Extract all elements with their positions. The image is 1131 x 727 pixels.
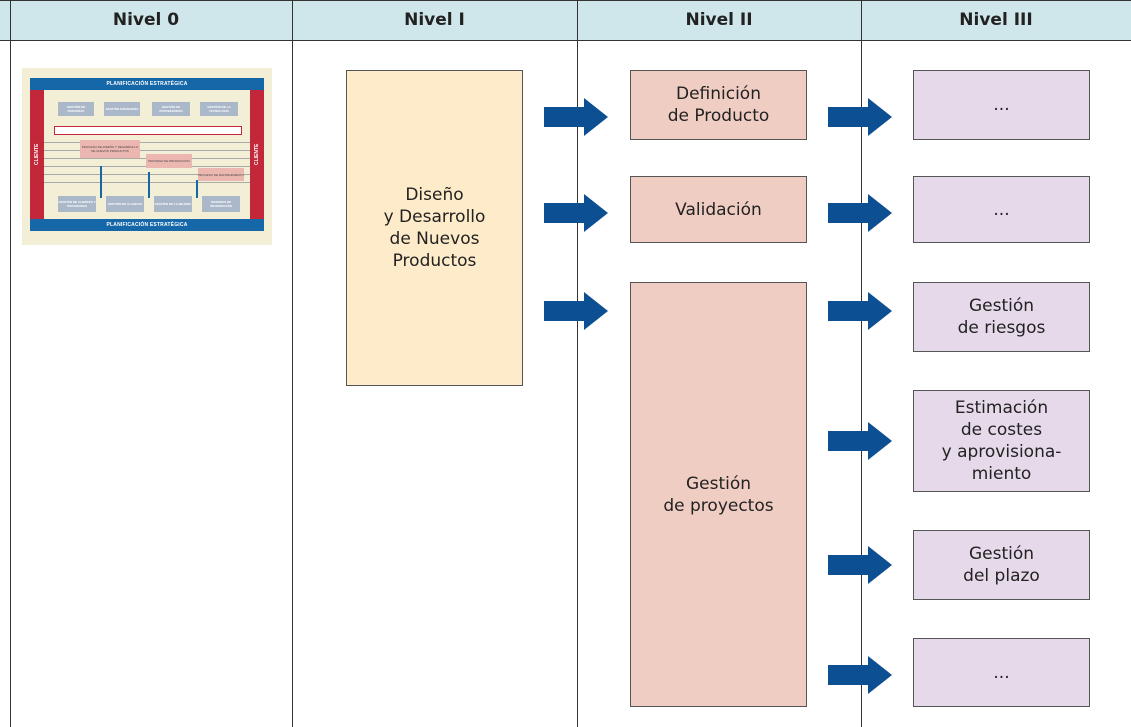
mini-flow-line-2 (44, 150, 250, 151)
arrow-right-icon (828, 656, 892, 694)
arrow-right-icon (544, 292, 608, 330)
mini-bottom-box-4: SISTEMAS DE INFORMACIÓN (202, 196, 240, 212)
mini-bottom-box-2: GESTIÓN DE ALIANZAS (106, 196, 144, 212)
column-header-nivel-1: Nivel I (404, 10, 465, 30)
mini-vertical-connector-1 (100, 166, 102, 198)
arrow-right-icon (828, 292, 892, 330)
mini-left-client: CLIENTE (30, 90, 44, 219)
level3-box-1: ... (913, 70, 1090, 140)
level1-box-diseno: Diseño y Desarrollo de Nuevos Productos (346, 70, 523, 386)
level2-box-gestion-proyectos: Gestión de proyectos (630, 282, 807, 707)
mini-top-box-1: GESTIÓN DE PERSONAS (58, 102, 94, 116)
column-divider-left (10, 0, 11, 727)
mini-right-client: CLIENTE (250, 90, 264, 219)
header-bottom-border (0, 40, 1131, 41)
column-divider-1 (292, 0, 293, 727)
arrow-right-icon (828, 194, 892, 232)
arrow-right-icon (544, 98, 608, 136)
level2-box-definicion: Definición de Producto (630, 70, 807, 140)
level3-box-3: ... (913, 638, 1090, 707)
level3-box-gestion-plazo: Gestión del plazo (913, 530, 1090, 600)
level3-box-gestion-riesgos: Gestión de riesgos (913, 282, 1090, 352)
mini-flow-line-6 (44, 182, 250, 183)
mini-top-box-4: GESTIÓN DE LA TECNOLOGÍA (200, 102, 238, 116)
process-map-thumbnail: PLANIFICACIÓN ESTRATÉGICA PLANIFICACIÓN … (22, 68, 272, 245)
column-divider-3 (861, 0, 862, 727)
mini-bottom-box-3: GESTIÓN DE LA MEJORA (154, 196, 192, 212)
level3-box-2: ... (913, 176, 1090, 243)
arrow-right-icon (828, 546, 892, 584)
arrow-right-icon (828, 422, 892, 460)
mini-red-band (54, 126, 242, 135)
mini-top-box-3: GESTIÓN DE PROVEEDORES (152, 102, 190, 116)
mini-flow-line-5 (44, 174, 250, 175)
mini-process-3: PROCESO DE MANTENIMIENTO (198, 168, 244, 181)
mini-vertical-connector-2 (148, 172, 150, 198)
table-top-border (0, 0, 1131, 1)
mini-flow-line-1 (44, 142, 250, 143)
mini-process-2: PROCESO DE PRODUCCIÓN (146, 154, 192, 168)
column-header-nivel-3: Nivel III (959, 10, 1033, 30)
mini-vertical-connector-3 (196, 180, 198, 198)
header-row (0, 0, 1131, 40)
mini-top-bar: PLANIFICACIÓN ESTRATÉGICA (30, 78, 264, 90)
level3-box-estimacion-costes: Estimación de costes y aprovisiona- mien… (913, 390, 1090, 492)
mini-process-1: PROCESO DE DISEÑO Y DESARROLLO DE NUEVOS… (80, 140, 140, 158)
level2-box-validacion: Validación (630, 176, 807, 243)
column-divider-2 (577, 0, 578, 727)
column-header-nivel-0: Nivel 0 (112, 10, 180, 30)
arrow-right-icon (544, 194, 608, 232)
mini-top-box-2: GESTIÓN FINANCIERA (104, 102, 140, 116)
mini-bottom-bar: PLANIFICACIÓN ESTRATÉGICA (30, 219, 264, 231)
arrow-right-icon (828, 98, 892, 136)
column-header-nivel-2: Nivel II (685, 10, 753, 30)
mini-bottom-box-1: GESTIÓN DE CLIENTES Y PROGRAMAS (58, 196, 96, 212)
